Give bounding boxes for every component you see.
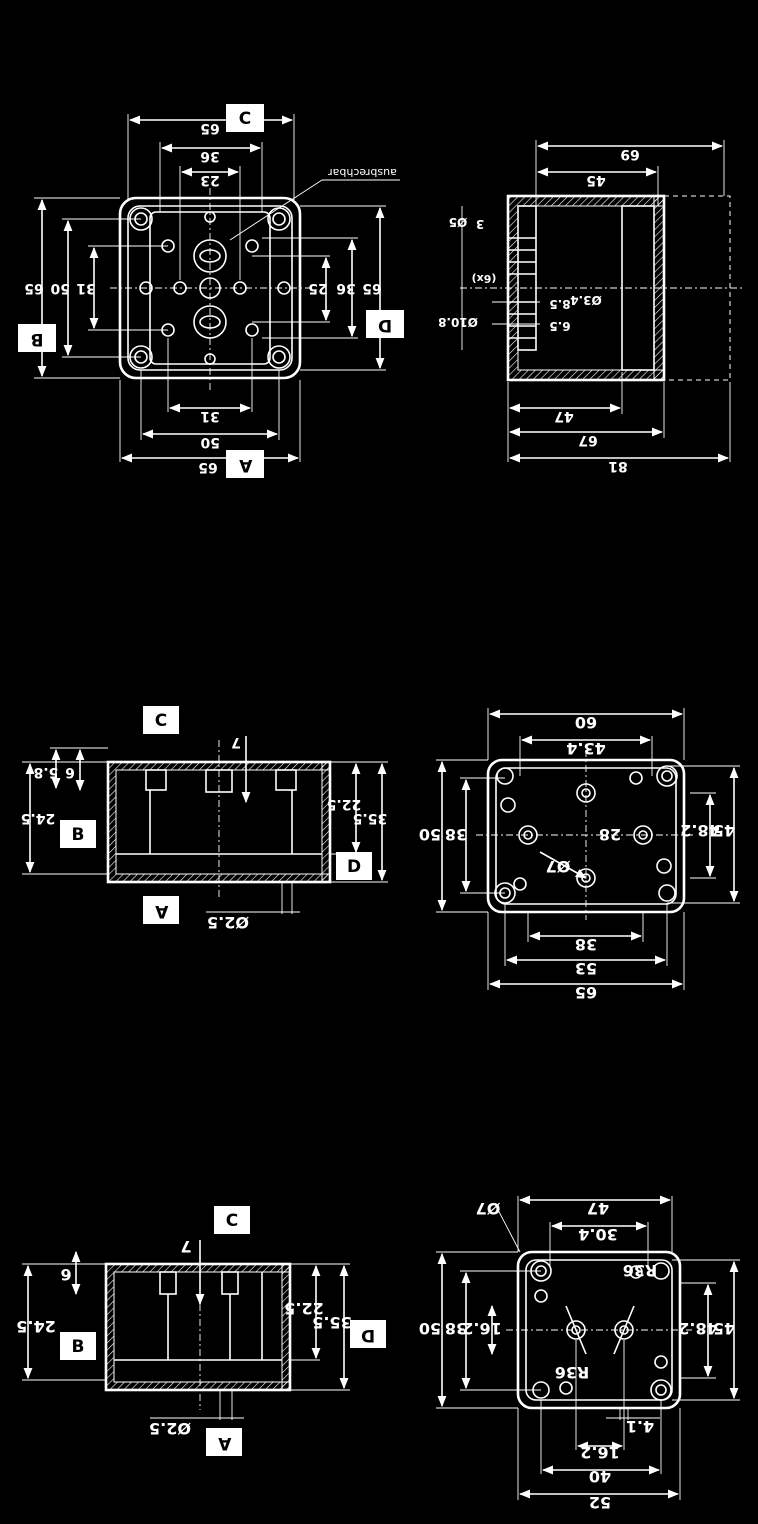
dim-35-5: 35.5 (353, 810, 388, 826)
view-base-top: 60 43.4 50 38 28 48.2 45 Ø7 38 53 65 (419, 708, 740, 1002)
dim-25-right: 25 (308, 280, 327, 296)
dim-65-left: 65 (24, 280, 43, 296)
dim-38-left: 38 (445, 825, 467, 844)
dim-60: 60 (575, 713, 597, 732)
svg-text:A: A (238, 455, 252, 475)
dim-50-left: 50 (50, 280, 70, 296)
dim-40: 40 (589, 1467, 611, 1486)
view-lid-top: 65 50 31 65 36 23 65 50 31 25 36 (18, 104, 404, 478)
view-lid-section: 81 67 47 69 45 3 Ø5 (6x) Ø3.4 8.5 6.5 Ø1… (438, 140, 744, 474)
dim-45: 45 (586, 172, 605, 188)
dim-31-left: 31 (76, 280, 95, 296)
svg-text:C: C (239, 109, 251, 129)
dim-65-bottom: 65 (198, 459, 217, 475)
dim-30-4: 30.4 (578, 1225, 617, 1244)
label-b-3: B (60, 1332, 96, 1360)
svg-text:D: D (361, 1325, 375, 1345)
dim-65-right: 65 (362, 280, 381, 296)
dim-r36-b: R36 (623, 1261, 658, 1280)
view-base-section: 24.5 5.8 6 7 22.5 35.5 Ø2.5 C B D A (21, 706, 388, 932)
dim-65-top: 65 (200, 120, 219, 136)
dim-dia7: Ø7 (546, 857, 571, 876)
dim-67: 67 (578, 432, 597, 448)
dim-6x: (6x) (472, 272, 497, 285)
dim-4-1: 4.1 (626, 1417, 654, 1436)
dim-7: 7 (231, 734, 241, 750)
dim-52: 52 (589, 1493, 611, 1512)
dim-38-bottom: 38 (575, 935, 597, 954)
dim-22-5: 22.5 (327, 796, 362, 812)
dim-6: 6 (65, 764, 75, 780)
dim-dia7-b: Ø7 (476, 1199, 501, 1218)
svg-text:B: B (72, 1337, 85, 1357)
label-b-2: B (60, 820, 96, 848)
dim-38-b: 38 (445, 1319, 467, 1338)
view-base-section-2: 24.5 6 7 22.5 35.5 Ø2.5 C B D A (16, 1206, 386, 1456)
svg-text:D: D (378, 315, 392, 335)
svg-text:D: D (347, 857, 361, 877)
dim-28: 28 (599, 825, 621, 844)
dim-7-b: 7 (180, 1237, 191, 1256)
label-c: C (226, 104, 264, 132)
dim-dia5: Ø5 (449, 215, 468, 229)
corner-bosses-6 (530, 1260, 672, 1401)
dim-dia2-5: Ø2.5 (207, 913, 249, 932)
dim-31-bottom: 31 (200, 408, 219, 424)
dim-24-5-b: 24.5 (16, 1317, 55, 1336)
note-ausbrechbar: ausbrechbar (328, 166, 397, 179)
label-b: B (18, 324, 56, 352)
dim-45-b: 45 (713, 1319, 735, 1338)
view-base-top-2: 47 30.4 Ø7 50 38 16.2 R36 R36 48.2 45 4.… (419, 1195, 740, 1512)
dim-3: 3 (476, 217, 484, 231)
dim-45: 45 (713, 821, 735, 840)
dim-35-5-b: 35.5 (312, 1313, 351, 1332)
label-d-2: D (336, 852, 372, 880)
dim-47-top: 47 (587, 1199, 609, 1218)
dim-24-5: 24.5 (21, 810, 56, 826)
dim-48-2: 48.2 (680, 821, 719, 840)
dim-81: 81 (608, 458, 627, 474)
dim-6-5: 6.5 (549, 319, 570, 333)
svg-text:C: C (226, 1211, 238, 1231)
dim-23-top: 23 (200, 172, 219, 188)
label-a: A (226, 450, 264, 478)
svg-text:A: A (217, 1433, 231, 1453)
dim-50-bottom: 50 (200, 434, 220, 450)
dim-50: 50 (419, 825, 441, 844)
dim-5-8: 5.8 (34, 764, 59, 780)
dim-53: 53 (575, 959, 597, 978)
label-a-2: A (143, 896, 179, 924)
dim-r36-a: R36 (555, 1363, 590, 1382)
dim-43-4: 43.4 (566, 739, 605, 758)
dim-8-5: 8.5 (549, 297, 570, 311)
dim-48-2-b: 48.2 (678, 1319, 717, 1338)
dim-16-2-left: 16.2 (462, 1319, 501, 1338)
label-c-2: C (143, 706, 179, 734)
dim-65: 65 (575, 983, 597, 1002)
dim-6-b: 6 (60, 1265, 71, 1284)
dim-16-2-bottom: 16.2 (580, 1443, 619, 1462)
dim-36-right: 36 (336, 280, 355, 296)
dim-dia34: Ø3.4 (570, 293, 601, 307)
svg-text:B: B (72, 825, 85, 845)
label-c-3: C (214, 1206, 250, 1234)
svg-text:B: B (31, 329, 44, 349)
label-d-3: D (350, 1320, 386, 1348)
svg-text:A: A (154, 901, 168, 921)
label-a-3: A (206, 1428, 242, 1456)
label-d: D (366, 310, 404, 338)
dim-69: 69 (620, 146, 639, 162)
dim-dia2-5-b: Ø2.5 (149, 1419, 191, 1438)
dim-dia10-8: Ø10.8 (438, 315, 478, 329)
dim-47: 47 (554, 408, 573, 424)
dim-22-5-b: 22.5 (284, 1299, 323, 1318)
dim-50-b: 50 (419, 1319, 441, 1338)
svg-text:C: C (155, 711, 167, 731)
dim-36-top: 36 (200, 148, 219, 164)
